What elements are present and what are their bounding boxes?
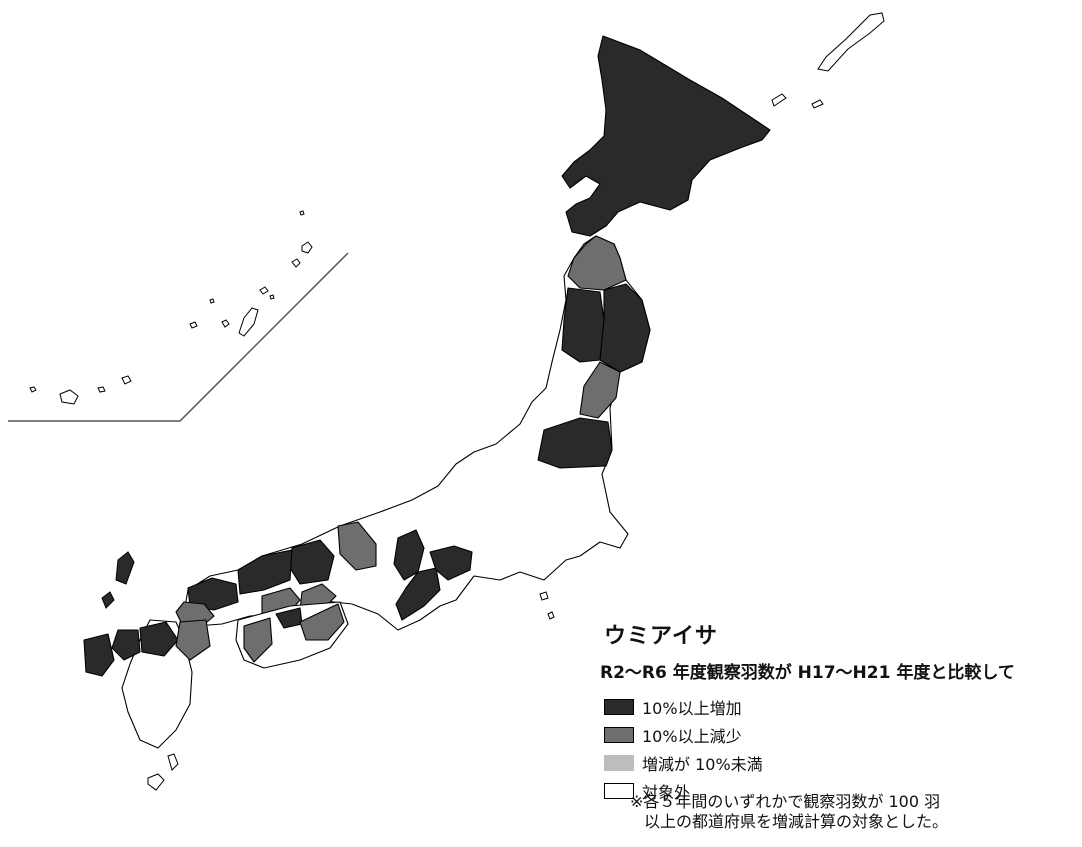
map-legend: ウミアイサ R2～R6 年度観察羽数が H17～H21 年度と比較して 10%以…: [600, 618, 1080, 807]
pref-shizuoka: [429, 545, 473, 581]
pref-saga: [111, 629, 141, 661]
pref-fukushima: [537, 417, 613, 469]
footnote-line-2: 以上の都道府県を増減計算の対象とした。: [644, 812, 949, 831]
pref-ehime: [243, 617, 273, 663]
okinawa-islands: [29, 210, 313, 405]
legend-item-decrease: 10%以上減少: [600, 723, 1080, 747]
pref-oita: [175, 619, 211, 661]
pref-hokkaido: [561, 35, 771, 237]
pref-shimane: [237, 549, 293, 595]
pref-fukuoka: [139, 621, 179, 657]
legend-item-increase: 10%以上増加: [600, 695, 1080, 719]
pref-akita: [561, 287, 605, 363]
pref-miyagi: [579, 361, 621, 419]
legend-swatch-decrease: [604, 727, 634, 743]
northern-islands: [771, 12, 885, 109]
pref-kyoto: [337, 521, 377, 571]
legend-label-stable: 増減が 10%未満: [642, 755, 763, 774]
pref-tokushima: [299, 603, 345, 641]
pref-nagasaki: [83, 633, 115, 677]
footnote: ※各５年間のいずれかで観察羽数が 100 羽 以上の都道府県を増減計算の対象とし…: [630, 792, 948, 832]
legend-label-none: 対象外: [642, 783, 691, 802]
pref-aichi: [395, 567, 441, 621]
pref-iwate: [599, 283, 651, 373]
legend-item-none: 対象外: [600, 779, 1080, 803]
legend-swatch-none: [604, 783, 634, 799]
pref-aomori: [567, 235, 627, 291]
legend-swatch-increase: [604, 699, 634, 715]
legend-subtitle: R2～R6 年度観察羽数が H17～H21 年度と比較して: [600, 663, 1015, 683]
inset-divider-line: [8, 252, 349, 422]
legend-title: ウミアイサ: [604, 624, 718, 649]
legend-item-stable: 増減が 10%未満: [600, 751, 1080, 775]
footnote-line-1: ※各５年間のいずれかで観察羽数が 100 羽: [630, 792, 941, 811]
legend-label-decrease: 10%以上減少: [642, 727, 742, 746]
small-islands: [101, 551, 135, 609]
southern-islands: [147, 591, 555, 791]
legend-swatch-stable: [604, 755, 634, 771]
legend-label-increase: 10%以上増加: [642, 699, 742, 718]
